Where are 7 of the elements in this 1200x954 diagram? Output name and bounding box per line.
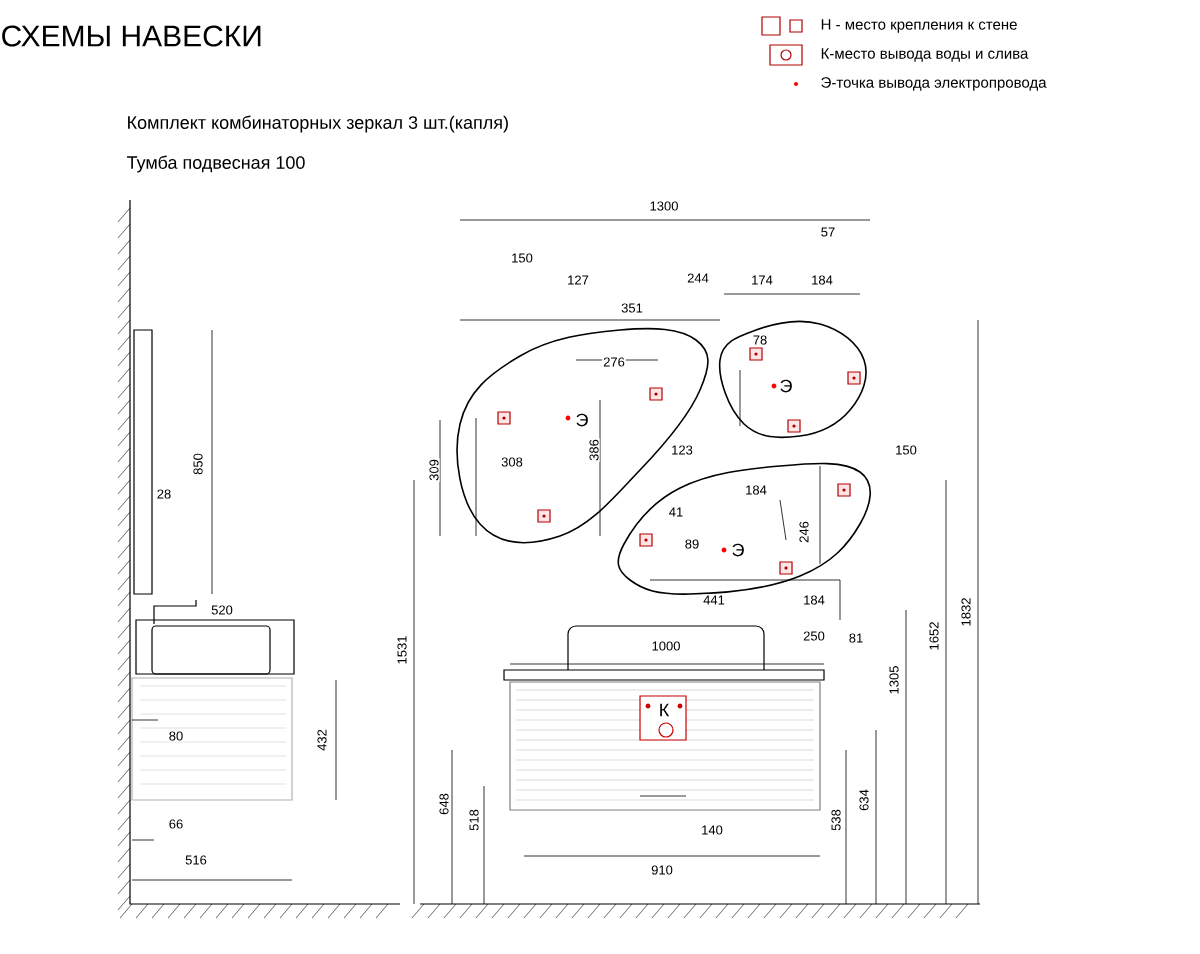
point-letter: Э xyxy=(576,413,588,427)
subtitle: Тумба подвесная 100 xyxy=(127,155,305,173)
point-letter: Э xyxy=(732,543,744,557)
point-letter: К xyxy=(660,703,670,717)
title: СХЕМЫ НАВЕСКИ xyxy=(2,25,261,47)
subtitle: Комплект комбинаторных зеркал 3 шт.(капля) xyxy=(128,115,508,133)
point-letter: Э xyxy=(780,379,792,393)
